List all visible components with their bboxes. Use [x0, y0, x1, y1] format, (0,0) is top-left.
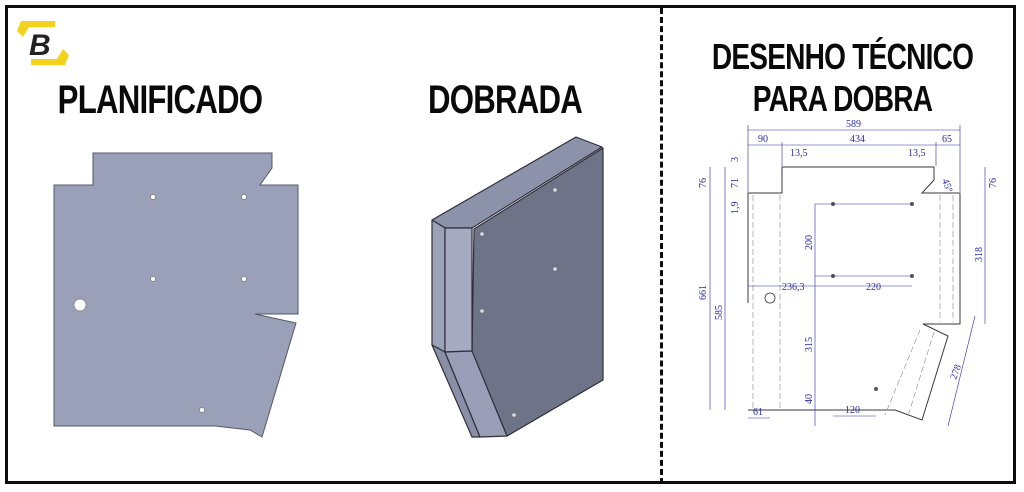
drawing-title: DESENHO TÉCNICO PARA DOBRA: [704, 36, 981, 120]
drawing-title-line1: DESENHO TÉCNICO: [711, 36, 974, 77]
dim-120: 120: [845, 405, 860, 416]
brand-logo-icon: B: [17, 21, 69, 65]
dim-661: 661: [698, 285, 709, 300]
dim-71: 71: [730, 178, 741, 188]
dim-13-5-left: 13,5: [790, 148, 808, 159]
dim-200: 200: [804, 235, 815, 250]
dim-585: 585: [714, 305, 725, 320]
dim-220: 220: [866, 282, 881, 293]
dim-angle-45: 45°: [939, 177, 954, 194]
drawing-title-line2: PARA DOBRA: [752, 78, 933, 119]
flat-pattern-figure: [53, 136, 604, 438]
dim-589: 589: [846, 119, 861, 130]
dim-61: 61: [753, 407, 763, 418]
dim-13-5-right: 13,5: [908, 148, 926, 159]
folded-part-figure: [431, 136, 604, 438]
dim-318: 318: [974, 247, 985, 262]
dim-65: 65: [942, 134, 952, 145]
dim-278: 278: [948, 363, 963, 381]
flat-title: PLANIFICADO: [57, 78, 263, 122]
dim-76-right: 76: [988, 178, 999, 188]
folded-title: DOBRADA: [427, 78, 583, 122]
dim-1-9: 1,9: [730, 202, 741, 215]
technical-drawing: 589 90 434 65 13,5 13,5 220 236,3 61 120…: [698, 119, 999, 427]
dim-40: 40: [804, 394, 815, 404]
dim-236-3: 236,3: [782, 282, 805, 293]
section-divider: [660, 8, 663, 484]
dim-90: 90: [758, 134, 768, 145]
dim-3: 3: [730, 157, 741, 162]
outer-frame: [5, 5, 1016, 484]
dim-76-left: 76: [698, 178, 709, 188]
dim-434: 434: [850, 134, 865, 145]
logo-letter: B: [29, 29, 51, 62]
dim-315: 315: [804, 337, 815, 352]
